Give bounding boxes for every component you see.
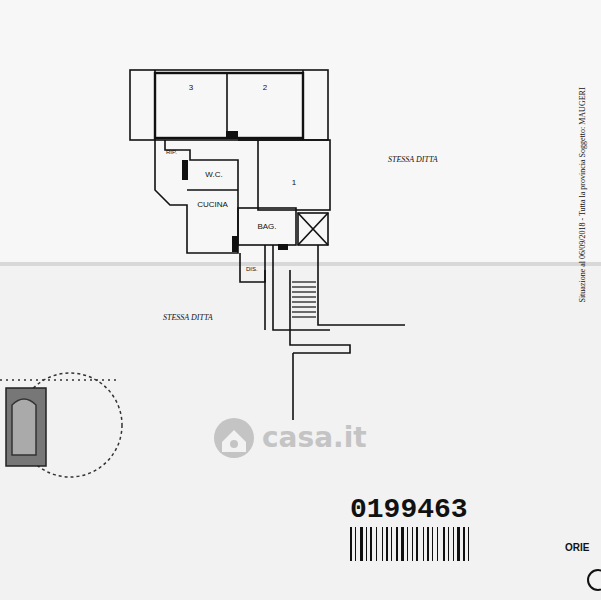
barcode-bar bbox=[360, 527, 363, 561]
barcode-bar bbox=[396, 527, 398, 561]
barcode-bar bbox=[457, 527, 460, 561]
room-label: CUCINA bbox=[196, 201, 229, 209]
room-label: W.C. bbox=[204, 171, 223, 179]
barcode-bar bbox=[463, 527, 465, 561]
barcode-bar bbox=[401, 527, 404, 561]
room: BAG. bbox=[238, 208, 296, 245]
barcode-bar bbox=[416, 527, 418, 561]
barcode-bar bbox=[448, 527, 449, 561]
barcode-bar bbox=[468, 527, 469, 561]
barcode-bar bbox=[443, 527, 445, 561]
neighbour-note: STESSA DITTA bbox=[388, 156, 438, 164]
room-label: 1 bbox=[291, 179, 297, 187]
barcode-bar bbox=[382, 527, 383, 561]
barcode-bar bbox=[355, 527, 356, 561]
room-tag: RIP. bbox=[166, 149, 177, 155]
stamp bbox=[0, 373, 122, 477]
barcode-bar bbox=[407, 527, 408, 561]
room: W.C. bbox=[190, 160, 238, 190]
room-label: 3 bbox=[188, 84, 194, 92]
barcode-number: 0199463 bbox=[350, 496, 468, 524]
barcode-bar bbox=[376, 527, 377, 561]
room-label: 2 bbox=[262, 84, 268, 92]
room: 1 bbox=[258, 168, 330, 198]
barcode-bar bbox=[366, 527, 367, 561]
barcode-bar bbox=[427, 527, 429, 561]
room-tag: DIS. bbox=[246, 266, 258, 272]
barcode-bar bbox=[423, 527, 424, 561]
barcode-bar bbox=[412, 527, 413, 561]
barcode-bar bbox=[391, 527, 392, 561]
barcode-bar bbox=[350, 527, 352, 561]
room: CUCINA bbox=[187, 190, 238, 220]
barcode bbox=[350, 527, 469, 561]
barcode-bar bbox=[432, 527, 433, 561]
neighbour-note: STESSA DITTA bbox=[163, 314, 213, 322]
room: 2 bbox=[227, 73, 303, 103]
watermark: casa.it bbox=[262, 424, 367, 452]
barcode-bar bbox=[370, 527, 372, 561]
room-label: BAG. bbox=[256, 223, 277, 231]
side-note: Situazione al 06/09/2018 - Tutta la prov… bbox=[579, 10, 591, 380]
barcode-bar bbox=[437, 527, 438, 561]
barcode-bar bbox=[386, 527, 388, 561]
barcode-bar bbox=[453, 527, 454, 561]
room: 3 bbox=[155, 73, 227, 103]
orientation-note: ORIE bbox=[565, 543, 589, 553]
watermark-icon bbox=[214, 418, 254, 458]
